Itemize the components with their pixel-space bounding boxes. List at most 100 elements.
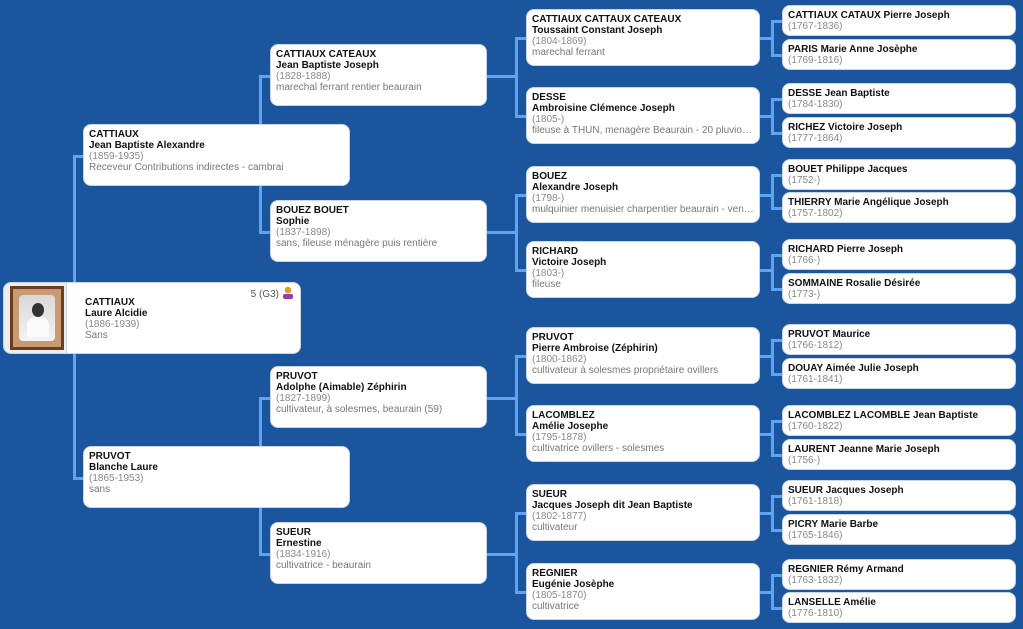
connector-line — [760, 37, 774, 40]
occupation: fileuse à THUN, menagère Beaurain - 20 p… — [532, 125, 754, 136]
surname: CATTIAUX CATEAUX — [276, 49, 377, 60]
ancestor-card[interactable]: PARIS Marie Anne Josèphe(1769-1816) — [782, 39, 1016, 70]
connector-line — [760, 433, 774, 436]
dates: (1803-) — [532, 268, 565, 279]
ancestor-card[interactable]: RICHARD Pierre Joseph(1766-) — [782, 239, 1016, 270]
surname: RÉGNIER — [532, 568, 578, 579]
dates: (1865-1953) — [89, 473, 144, 484]
given-name: Ambroisine Clémence Joseph — [532, 103, 675, 114]
surname: DESSE — [532, 92, 566, 103]
occupation: sans, fileuse ménagère puis rentière — [276, 238, 438, 249]
surname: PRUVOT — [532, 332, 574, 343]
dates: (1798-) — [532, 193, 565, 204]
connector-line — [771, 574, 783, 577]
dates: (1752-) — [788, 175, 821, 186]
name: RÉGNIER Rémy Armand — [788, 564, 904, 575]
occupation: cultivateur — [532, 522, 578, 533]
given-name: Blanche Laure — [89, 462, 158, 473]
dates: (1765-1846) — [788, 530, 843, 541]
person-female-icon — [282, 286, 294, 302]
dates: (1756-) — [788, 455, 821, 466]
name: LACOMBLEZ LACOMBLÉ Jean Baptiste — [788, 410, 979, 421]
ancestor-card[interactable]: DOUAY Aimée Julie Joseph(1761-1841) — [782, 358, 1016, 389]
dates: (1761-1841) — [788, 374, 843, 385]
occupation: Sans — [85, 330, 108, 341]
occupation: cultivateur à solesmes propriétaire ovil… — [532, 365, 719, 376]
connector-line — [515, 355, 527, 358]
name: RICHARD Pierre Joseph — [788, 244, 904, 255]
name: LANSELLE Amélie — [788, 597, 876, 608]
connector-line — [771, 254, 783, 257]
ancestor-card[interactable]: RICHEZ Victoire Joseph(1777-1864) — [782, 117, 1016, 148]
given-name: Victoire Joseph — [532, 257, 607, 268]
connector-line — [73, 155, 85, 158]
ancestor-card[interactable]: CATTIAUX CATAUX Pierre Joseph(1767-1836) — [782, 5, 1016, 36]
dates: (1834-1916) — [276, 549, 331, 560]
connector-line — [259, 231, 271, 234]
dates: (1827-1899) — [276, 393, 331, 404]
connector-line — [760, 269, 774, 272]
ancestor-card[interactable]: DESSE Jean Baptiste(1784-1830) — [782, 83, 1016, 114]
given-name: Eugénie Josèphe — [532, 579, 615, 590]
connector-line — [515, 355, 518, 436]
ancestor-card[interactable]: PRUVOT Maurice(1766-1812) — [782, 324, 1016, 355]
connector-line — [771, 495, 783, 498]
surname: LACOMBLEZ — [532, 410, 595, 421]
occupation: cultivatrice — [532, 601, 580, 612]
root-person-card[interactable]: 5 (G3) CATTIAUX Laure Alcidie (1886-1939… — [66, 282, 301, 354]
ancestor-card[interactable]: SOMMAINE Rosalie Désirée(1773-) — [782, 273, 1016, 304]
name: LAURENT Jeanne Marie Joseph — [788, 444, 940, 455]
given-name: Pierre Ambroise (Zéphirin) — [532, 343, 658, 354]
given-name: Jean Baptiste Joseph — [276, 60, 379, 71]
connector-line — [771, 529, 783, 532]
root-photo[interactable] — [3, 282, 67, 354]
connector-line — [487, 231, 518, 234]
ancestor-card[interactable]: LAURENT Jeanne Marie Joseph(1756-) — [782, 439, 1016, 470]
dates: (1795-1878) — [532, 432, 587, 443]
connector-line — [760, 591, 774, 594]
occupation: mulquinier menuisier charpentier beaurai… — [532, 204, 754, 215]
connector-line — [771, 454, 783, 457]
surname: CATTIAUX — [89, 129, 139, 140]
occupation: marechal ferrant rentier beaurain — [276, 82, 422, 93]
given-name: Jean Baptiste Alexandre — [89, 140, 205, 151]
name: SOMMAINE Rosalie Désirée — [788, 278, 921, 289]
ancestor-card[interactable]: LACOMBLEZ LACOMBLÉ Jean Baptiste(1760-18… — [782, 405, 1016, 436]
name: PRUVOT Maurice — [788, 329, 871, 340]
connector-line — [771, 132, 783, 135]
connector-line — [760, 512, 774, 515]
dates: (1805-) — [532, 114, 565, 125]
ancestor-card[interactable]: RÉGNIER Rémy Armand(1763-1832) — [782, 559, 1016, 590]
connector-line — [487, 397, 518, 400]
connector-line — [771, 288, 783, 291]
surname: PRUVOT — [89, 451, 131, 462]
ancestor-card[interactable]: BOUET Philippe Jacques(1752-) — [782, 159, 1016, 190]
occupation: marechal ferrant — [532, 47, 605, 58]
name: SUEUR Jacques Joseph — [788, 485, 904, 496]
given-name: Laure Alcidie — [85, 308, 148, 319]
ancestor-card[interactable]: THIERRY Marie Angélique Joseph(1757-1802… — [782, 192, 1016, 223]
connector-line — [771, 607, 783, 610]
ancestor-card[interactable]: LANSELLE Amélie(1776-1810) — [782, 592, 1016, 623]
connector-line — [515, 37, 527, 40]
ancestor-card[interactable]: PICRY Marie Barbe(1765-1846) — [782, 514, 1016, 545]
ancestor-card[interactable]: SUEUR Jacques Joseph(1761-1818) — [782, 480, 1016, 511]
connector-line — [487, 553, 518, 556]
dates: (1766-) — [788, 255, 821, 266]
connector-line — [760, 194, 774, 197]
dates: (1800-1862) — [532, 354, 587, 365]
